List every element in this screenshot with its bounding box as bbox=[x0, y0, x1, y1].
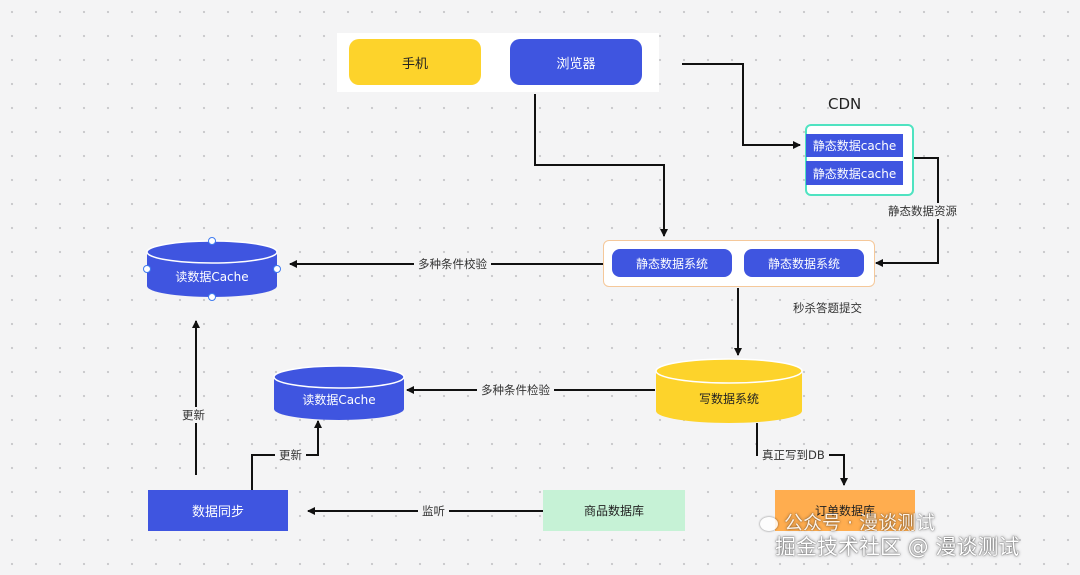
resize-handle[interactable] bbox=[208, 237, 216, 245]
cdn-cache-item[interactable]: 静态数据cache bbox=[806, 161, 903, 185]
edge-label-listen: 监听 bbox=[418, 503, 449, 519]
data-sync-label: 数据同步 bbox=[191, 505, 244, 520]
edge-label-update-left: 更新 bbox=[178, 407, 209, 423]
edge-browser-static bbox=[534, 94, 668, 237]
wechat-icon bbox=[760, 516, 778, 531]
watermark-account: 公众号 · 漫谈测试 bbox=[760, 508, 935, 535]
watermark-account-text: 公众号 · 漫谈测试 bbox=[784, 512, 936, 534]
edge-label-seckill-submit: 秒杀答题提交 bbox=[789, 300, 866, 316]
browser-node[interactable]: 浏览器 bbox=[510, 39, 642, 85]
resize-handle[interactable] bbox=[208, 293, 216, 301]
data-sync-node[interactable]: 数据同步 bbox=[148, 490, 288, 531]
cdn-cache-label: 静态数据cache bbox=[812, 139, 897, 153]
cdn-cache-label: 静态数据cache bbox=[812, 166, 897, 181]
edge-label-multi-check-mid: 多种条件检验 bbox=[477, 382, 554, 398]
static-system-label: 静态数据系统 bbox=[635, 256, 708, 271]
cylinder-shape bbox=[146, 240, 278, 297]
static-system-label: 静态数据系统 bbox=[767, 256, 840, 271]
read-cache-mid[interactable]: 读数据Cache bbox=[273, 365, 405, 421]
resize-handle[interactable] bbox=[143, 265, 151, 273]
cdn-cache-item[interactable]: 静态数据cache bbox=[806, 134, 903, 157]
watermark-site: 掘金技术社区 @ 漫谈测试 bbox=[775, 535, 1020, 559]
browser-label: 浏览器 bbox=[556, 56, 596, 72]
write-system[interactable]: 写数据系统 bbox=[655, 358, 803, 424]
resize-handle[interactable] bbox=[273, 265, 281, 273]
edge-label-static-resource: 静态数据资源 bbox=[884, 203, 961, 219]
static-system-node[interactable]: 静态数据系统 bbox=[612, 249, 732, 277]
product-db-label: 商品数据库 bbox=[583, 504, 644, 518]
order-db-node[interactable]: 订单数据库 bbox=[775, 490, 915, 531]
static-system-node[interactable]: 静态数据系统 bbox=[744, 249, 864, 277]
cdn-title: CDN bbox=[828, 95, 862, 113]
read-cache-mid-label: 读数据Cache bbox=[302, 392, 376, 407]
cylinder-shape bbox=[655, 358, 803, 423]
edge-label-update-mid: 更新 bbox=[275, 447, 306, 463]
edge-browser-cdn bbox=[682, 63, 801, 149]
order-db-label: 订单数据库 bbox=[814, 504, 875, 518]
read-cache-top-label: 读数据Cache bbox=[175, 269, 249, 284]
edge-label-multi-check-top: 多种条件校验 bbox=[414, 256, 491, 272]
edge-label-write-db: 真正写到DB bbox=[758, 447, 829, 463]
phone-label: 手机 bbox=[401, 56, 428, 72]
cylinder-shape bbox=[273, 365, 405, 420]
read-cache-top[interactable]: 读数据Cache bbox=[143, 237, 281, 301]
write-system-label: 写数据系统 bbox=[698, 391, 759, 406]
phone-node[interactable]: 手机 bbox=[349, 39, 481, 85]
product-db-node[interactable]: 商品数据库 bbox=[543, 490, 685, 531]
